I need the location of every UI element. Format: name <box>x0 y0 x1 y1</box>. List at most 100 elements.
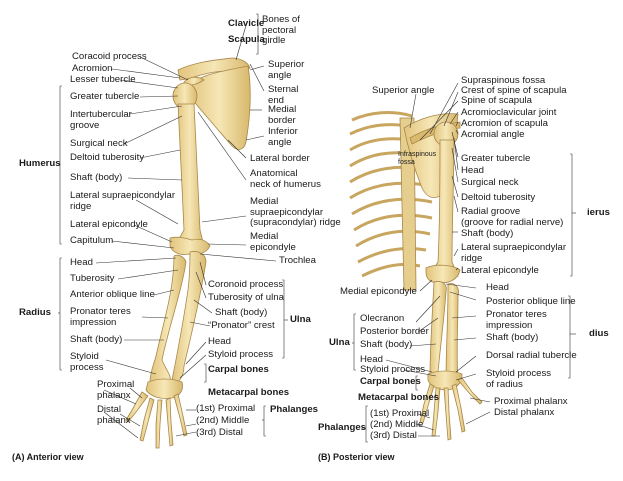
label-supraspinous-fossa: Supraspinous fossa <box>461 75 546 86</box>
rib-cage <box>349 111 433 278</box>
label-phalanges-post: Phalanges <box>318 422 366 433</box>
label-humerus-cut: ierus <box>587 207 610 218</box>
label-clavicle: Clavicle <box>228 18 265 29</box>
humerus-posterior <box>429 139 459 277</box>
label-head-ulna: Head <box>208 336 231 347</box>
label-deltoid-tuberosity: Deltoid tuberosity <box>70 152 145 163</box>
label-lateral-supraepicondylar-post: Lateral supraepicondylar ridge <box>461 242 567 264</box>
label-metacarpal-bones: Metacarpal bones <box>208 387 290 398</box>
label-3rd-distal-post: (3rd) Distal <box>370 430 417 441</box>
label-2nd-middle-post: (2nd) Middle <box>370 419 424 430</box>
hand-anterior <box>125 391 188 449</box>
label-ulna-post: Ulna <box>329 337 350 348</box>
label-bones-pectoral-girdle: Bones of pectoral girdle <box>262 14 300 46</box>
label-lateral-supraepicondylar-ridge: Lateral supraepicondylar ridge <box>70 190 176 212</box>
label-proximal-phalanx: Proximal phalanx <box>97 379 135 401</box>
label-head-radius: Head <box>70 257 93 268</box>
label-shaft-radius-post: Shaft (body) <box>486 332 539 343</box>
label-greater-tubercle: Greater tubercle <box>70 91 140 102</box>
label-surgical-neck: Surgical neck <box>70 138 128 149</box>
label-infraspinous-fossa: Infraspinous fossa <box>398 151 437 166</box>
scapula-bone <box>187 65 251 150</box>
anterior-skeleton <box>125 57 251 449</box>
label-crest-spine-scapula: Crest of spine of scapula <box>461 85 567 96</box>
posterior-leaders <box>352 82 576 443</box>
clavicle-bone <box>177 57 251 81</box>
label-medial-supraepicondylar-ridge: Medial supraepicondylar (supracondylar) … <box>250 196 341 228</box>
label-styloid-process-radius: Styloid process <box>70 351 104 373</box>
label-shaft-humerus: Shaft (body) <box>70 172 123 183</box>
label-coronoid-process: Coronoid process <box>208 279 284 290</box>
label-1st-proximal-post: (1st) Proximal <box>370 408 430 419</box>
label-shaft-radius: Shaft (body) <box>70 334 123 345</box>
label-coracoid-process: Coracoid process <box>72 51 147 62</box>
label-anterior-oblique-line: Anterior oblique line <box>70 289 155 300</box>
label-inferior-angle: Inferior angle <box>268 126 298 148</box>
label-superior-angle-post: Superior angle <box>372 85 435 96</box>
label-2nd-middle: (2nd) Middle <box>196 415 250 426</box>
label-styloid-process-ulna: Styloid process <box>208 349 274 360</box>
label-radius-cut: dius <box>589 328 609 339</box>
label-lateral-border: Lateral border <box>250 153 310 164</box>
label-humerus: Humerus <box>19 158 61 169</box>
label-acromion: Acromion <box>72 63 113 74</box>
label-radius: Radius <box>19 307 51 318</box>
label-styloid-radius-post: Styloid process of radius <box>486 368 552 390</box>
label-acromial-angle: Acromial angle <box>461 129 525 140</box>
humerus-shaft <box>175 103 205 247</box>
label-1st-proximal: (1st) Proximal <box>196 403 256 414</box>
label-intertubercular-groove: Intertubercular groove <box>70 109 132 131</box>
ulna-bone <box>171 251 207 383</box>
label-posterior-border: Posterior border <box>360 326 429 337</box>
label-radial-groove: Radial groove (groove for radial nerve) <box>461 206 564 228</box>
label-proximal-phalanx-post: Proximal phalanx <box>494 396 568 407</box>
label-medial-epicondyle-post: Medial epicondyle <box>340 286 417 297</box>
label-medial-border: Medial border <box>268 104 297 126</box>
label-shaft-humerus-post: Shaft (body) <box>461 228 514 239</box>
label-greater-tubercle-post: Greater tubercle <box>461 153 531 164</box>
label-tuberosity-of-ulna: Tuberosity of ulna <box>208 292 284 303</box>
label-anatomical-neck: Anatomical neck of humerus <box>250 168 321 190</box>
label-metacarpal-bones-post: Metacarpal bones <box>358 392 440 403</box>
label-pronator-teres-impression: Pronator teres impression <box>70 306 131 328</box>
label-shaft-ulna-post: Shaft (body) <box>360 339 413 350</box>
label-spine-of-scapula: Spine of scapula <box>461 95 532 106</box>
label-medial-epicondyle: Medial epicondyle <box>250 231 296 253</box>
label-sternal-end: Sternal end <box>268 84 299 106</box>
label-3rd-distal: (3rd) Distal <box>196 427 243 438</box>
caption-anterior-view: (A) Anterior view <box>12 452 84 462</box>
label-styloid-ulna-post: Styloid process <box>360 364 426 375</box>
label-surgical-neck-post: Surgical neck <box>461 177 519 188</box>
caption-posterior-view: (B) Posterior view <box>318 452 395 462</box>
label-superior-angle: Superior angle <box>268 59 305 81</box>
label-lateral-epicondyle: Lateral epicondyle <box>70 219 148 230</box>
label-pronator-teres-post: Pronator teres impression <box>486 309 547 331</box>
anterior-leaders <box>58 13 288 439</box>
label-capitulum: Capitulum <box>70 235 114 246</box>
label-tuberosity: Tuberosity <box>70 273 115 284</box>
label-posterior-oblique-line: Posterior oblique line <box>486 296 576 307</box>
label-distal-phalanx: Distal phalanx <box>97 404 131 426</box>
label-ulna: Ulna <box>290 314 311 325</box>
label-carpal-bones-post: Carpal bones <box>360 376 421 387</box>
label-olecranon: Olecranon <box>360 313 405 324</box>
label-head-radius-post: Head <box>486 282 509 293</box>
label-carpal-bones: Carpal bones <box>208 364 269 375</box>
label-trochlea: Trochlea <box>279 255 316 266</box>
label-head-ulna-post: Head <box>360 354 383 365</box>
label-lateral-epicondyle-post: Lateral epicondyle <box>461 265 539 276</box>
radius-bone <box>149 254 187 383</box>
label-shaft-ulna: Shaft (body) <box>215 307 268 318</box>
label-distal-phalanx-post: Distal phalanx <box>494 407 555 418</box>
label-pronator-crest: “Pronator” crest <box>208 320 275 331</box>
label-dorsal-radial-tubercle: Dorsal radial tubercle <box>486 350 577 361</box>
label-scapula: Scapula <box>228 34 265 45</box>
label-deltoid-tuberosity-post: Deltoid tuberosity <box>461 192 536 203</box>
label-acromioclavicular-joint: Acromioclavicular joint <box>461 107 557 118</box>
label-lesser-tubercle: Lesser tubercle <box>70 74 136 85</box>
label-acromion-of-scapula: Acromion of scapula <box>461 118 548 129</box>
label-head-humerus-post: Head <box>461 165 484 176</box>
carpal-cluster <box>145 378 183 399</box>
